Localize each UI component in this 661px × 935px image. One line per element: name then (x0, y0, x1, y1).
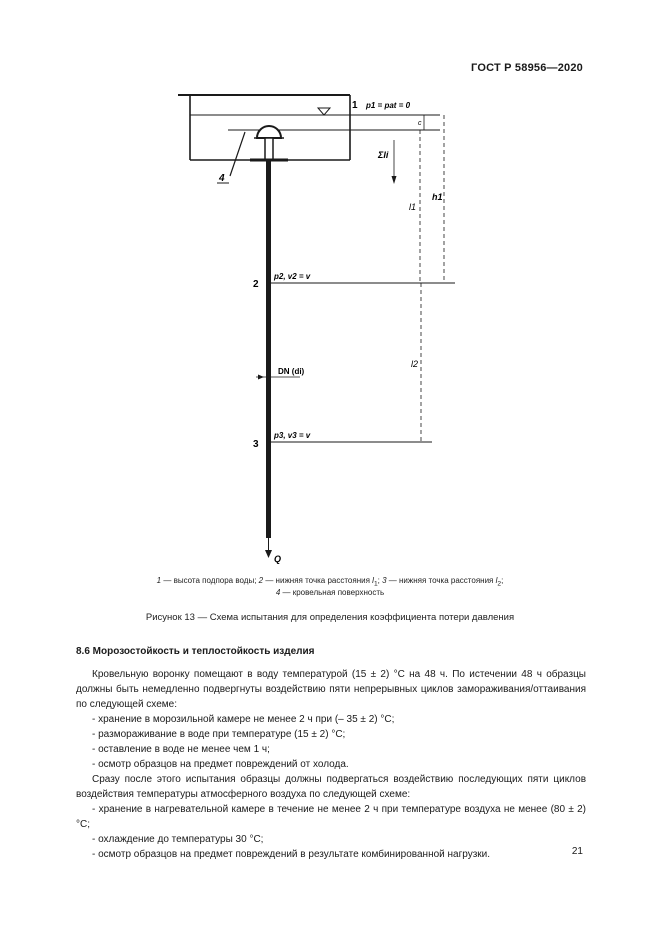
dim-sum-arrow (391, 176, 397, 184)
list-item: - хранение в нагревательной камере в теч… (76, 804, 586, 830)
drain-neck (264, 137, 274, 161)
label-4-leader (229, 131, 246, 177)
p2-label: p2, v2 = v (273, 272, 311, 281)
p1-label: p1 = pat = 0 (365, 101, 411, 110)
list-item: - хранение в морозильной камере не менее… (92, 714, 395, 725)
paragraph: Сразу после этого испытания образцы долж… (76, 774, 586, 800)
p3-label: p3, v3 = v (273, 431, 311, 440)
label-2: 2 (253, 279, 259, 290)
label-4: 4 (218, 173, 225, 184)
figure-legend-line-2: 4 — кровельная поверхность (275, 588, 385, 597)
dim-l2-label: l2 (411, 359, 418, 369)
label-1: 1 (352, 100, 358, 111)
figure-caption: Рисунок 13 — Схема испытания для определ… (145, 612, 515, 623)
section-body: Кровельную воронку помещают в воду темпе… (76, 667, 586, 862)
dim-l1-label: l1 (409, 202, 416, 212)
list-item: - осмотр образцов на предмет повреждений… (92, 759, 349, 770)
dim-h1-label: h1 (432, 192, 443, 202)
dn-arrow-head (258, 374, 264, 380)
flow-arrow-head (265, 550, 272, 558)
test-scheme-figure: Q 4 1 p1 = pat = 0 c Σli l1 h1 2 p2, v2 … (178, 94, 455, 564)
dim-sum-label: Σli (377, 150, 389, 160)
list-item: - охлаждение до температуры 30 °С; (92, 834, 264, 845)
page-number: 21 (571, 846, 583, 857)
water-level-marker (316, 107, 332, 116)
drain-pipe (266, 160, 271, 538)
label-3: 3 (253, 439, 259, 450)
drain-dome (255, 125, 283, 139)
list-item: - оставление в воде не менее чем 1 ч; (92, 744, 270, 755)
dn-label: DN (di) (278, 367, 305, 376)
standard-header: ГОСТ Р 58956—2020 (471, 62, 583, 74)
flow-q-label: Q (274, 554, 281, 564)
dim-c-label: c (418, 120, 422, 127)
list-item: - осмотр образцов на предмет повреждений… (92, 849, 491, 860)
paragraph: Кровельную воронку помещают в воду темпе… (76, 669, 586, 710)
section-title: 8.6 Морозостойкость и теплостойкость изд… (76, 646, 315, 657)
list-item: - размораживание в воде при температуре … (92, 729, 346, 740)
figure-legend-line-1: 1 — высота подпора воды; 2 — нижняя точк… (156, 576, 504, 588)
